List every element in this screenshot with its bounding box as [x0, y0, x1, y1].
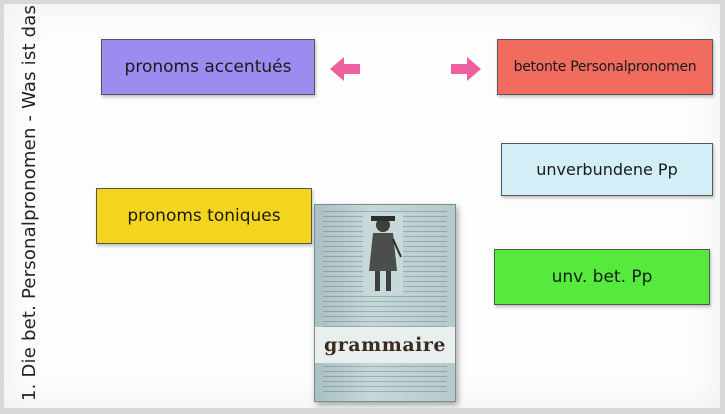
- page-title: 1. Die bet. Personalpronomen - Was ist d…: [19, 4, 40, 401]
- arrow-left-icon: [330, 57, 360, 81]
- grammar-book: grammaire: [314, 204, 456, 402]
- card-unv-bet-pp-label: unv. bet. Pp: [551, 267, 653, 287]
- woodcut-figure-icon: [363, 213, 403, 295]
- card-pronoms-accentues: pronoms accentués: [101, 39, 315, 95]
- whiteboard: 1. Die bet. Personalpronomen - Was ist d…: [4, 4, 720, 408]
- card-betonte-personalpronomen-label: betonte Personalpronomen: [513, 59, 697, 75]
- card-pronoms-toniques-label: pronoms toniques: [127, 206, 281, 226]
- card-pronoms-toniques: pronoms toniques: [96, 188, 312, 244]
- card-betonte-personalpronomen: betonte Personalpronomen: [497, 39, 713, 95]
- card-pronoms-accentues-label: pronoms accentués: [124, 57, 292, 77]
- arrow-right-icon: [451, 57, 481, 81]
- book-title: grammaire: [315, 327, 455, 363]
- card-unverbundene-pp-label: unverbundene Pp: [536, 160, 678, 179]
- card-unv-bet-pp: unv. bet. Pp: [494, 249, 710, 305]
- card-unverbundene-pp: unverbundene Pp: [501, 143, 713, 196]
